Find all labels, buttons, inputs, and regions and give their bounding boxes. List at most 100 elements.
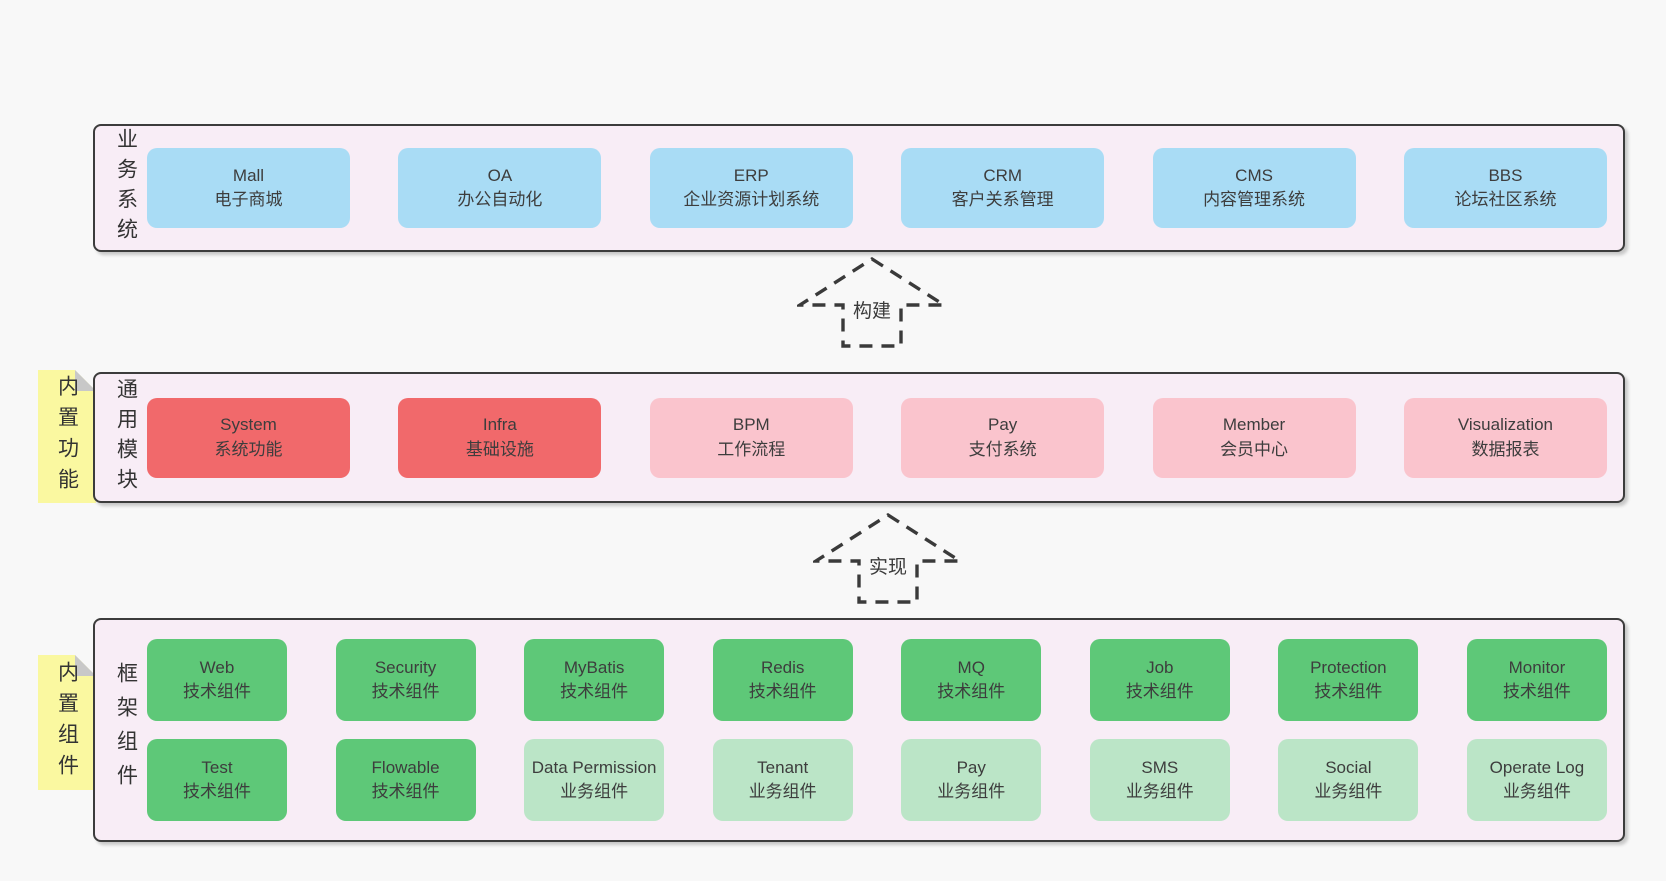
box-name: Mall	[232, 165, 265, 185]
box-security: Security 技术组件	[335, 638, 476, 721]
box-desc: 业务组件	[560, 782, 629, 802]
box-desc: 技术组件	[937, 681, 1006, 701]
sticky-built-in-features: 内置功能	[38, 370, 96, 503]
box-name: CRM	[983, 165, 1023, 185]
box-name: Social	[1325, 758, 1372, 778]
box-desc: 内容管理系统	[1203, 190, 1306, 209]
box-name: Job	[1146, 657, 1174, 677]
box-mall: Mall 电子商城	[147, 148, 350, 228]
business-systems-row: Mall 电子商城 OA 办公自动化 ERP 企业资源计划系统 CRM 客户关系…	[147, 126, 1607, 250]
arrow-build-label: 构建	[849, 296, 895, 323]
box-job: Job 技术组件	[1089, 638, 1230, 721]
box-name: Web	[199, 657, 235, 677]
arrow-implement-label: 实现	[865, 552, 911, 579]
sticky-paper	[38, 655, 96, 790]
box-sms: SMS 业务组件	[1089, 739, 1230, 822]
box-name: Redis	[760, 657, 805, 677]
common-modules-row: System 系统功能 Infra 基础设施 BPM 工作流程 Pay 支付系统…	[147, 374, 1607, 501]
box-desc: 支付系统	[968, 439, 1037, 459]
box-flowable: Flowable 技术组件	[335, 739, 476, 822]
layer-framework-components: 框架组件 Web 技术组件 Security 技术组件 MyBatis 技术组件…	[93, 618, 1625, 842]
box-crm: CRM 客户关系管理	[901, 148, 1105, 228]
layer-common-modules-title: 通用模块	[114, 377, 138, 498]
box-name: Protection	[1310, 657, 1387, 677]
box-monitor: Monitor 技术组件	[1466, 638, 1607, 721]
box-desc: 基础设施	[465, 439, 534, 459]
box-name: Pay	[988, 415, 1018, 435]
box-desc: 技术组件	[371, 782, 440, 802]
box-infra: Infra 基础设施	[398, 397, 602, 478]
box-desc: 电子商城	[214, 190, 283, 209]
box-bbs: BBS 论坛社区系统	[1403, 148, 1607, 228]
box-name: OA	[487, 165, 513, 185]
layer-business-systems-title: 业务系统	[114, 128, 138, 248]
box-cms: CMS 内容管理系统	[1152, 148, 1356, 228]
box-name: System	[220, 415, 277, 435]
sticky-built-in-components: 内置组件	[38, 655, 96, 790]
box-desc: 技术组件	[371, 681, 440, 701]
box-pay: Pay 支付系统	[901, 397, 1105, 478]
box-name: MQ	[957, 657, 985, 677]
box-desc: 企业资源计划系统	[683, 190, 820, 209]
box-mq: MQ 技术组件	[901, 638, 1042, 721]
box-name: Flowable	[371, 758, 440, 778]
box-desc: 论坛社区系统	[1454, 190, 1557, 209]
arrow-build: 构建	[797, 256, 947, 352]
box-name: Test	[201, 758, 233, 778]
box-bpm: BPM 工作流程	[649, 397, 853, 478]
box-name: Monitor	[1508, 657, 1566, 677]
up-block-arrow-icon	[797, 256, 947, 348]
box-name: Pay	[956, 758, 986, 778]
box-name: Member	[1222, 415, 1286, 435]
box-data-permission: Data Permission 业务组件	[524, 739, 665, 822]
layer-framework-components-title: 框架组件	[114, 662, 138, 798]
box-desc: 工作流程	[717, 439, 786, 459]
box-name: CMS	[1235, 165, 1273, 185]
sticky-built-in-components-label: 内置组件	[55, 660, 79, 785]
layer-business-systems: 业务系统 Mall 电子商城 OA 办公自动化 ERP 企业资源计划系统 CRM…	[93, 124, 1625, 252]
box-web: Web 技术组件	[147, 638, 287, 721]
box-protection: Protection 技术组件	[1278, 638, 1419, 721]
box-desc: 技术组件	[1314, 681, 1383, 701]
box-desc: 技术组件	[1502, 681, 1571, 701]
box-desc: 系统功能	[214, 439, 283, 459]
sticky-paper	[38, 370, 96, 503]
box-name: Data Permission	[531, 758, 657, 778]
box-desc: 技术组件	[560, 681, 629, 701]
box-name: Operate Log	[1489, 758, 1585, 778]
box-desc: 技术组件	[748, 681, 817, 701]
up-block-arrow-icon	[813, 512, 963, 604]
box-desc: 业务组件	[1314, 782, 1383, 802]
box-desc: 技术组件	[1125, 681, 1194, 701]
box-desc: 技术组件	[183, 782, 251, 802]
box-name: MyBatis	[563, 657, 625, 677]
framework-components-row-1: Web 技术组件 Security 技术组件 MyBatis 技术组件 Redi…	[147, 638, 1607, 721]
box-desc: 业务组件	[748, 782, 817, 802]
box-desc: 办公自动化	[457, 190, 543, 209]
sticky-built-in-features-label: 内置功能	[55, 374, 79, 499]
box-operate-log: Operate Log 业务组件	[1466, 739, 1607, 822]
box-member: Member 会员中心	[1152, 397, 1356, 478]
box-name: Visualization	[1457, 415, 1554, 435]
box-redis: Redis 技术组件	[712, 638, 853, 721]
box-test: Test 技术组件	[147, 739, 287, 822]
box-social: Social 业务组件	[1278, 739, 1419, 822]
box-oa: OA 办公自动化	[398, 148, 602, 228]
arrow-implement: 实现	[813, 512, 963, 608]
box-erp: ERP 企业资源计划系统	[649, 148, 853, 228]
box-desc: 业务组件	[1502, 782, 1571, 802]
framework-components-grid: Web 技术组件 Security 技术组件 MyBatis 技术组件 Redi…	[147, 620, 1607, 840]
box-desc: 业务组件	[937, 782, 1006, 802]
box-name: SMS	[1141, 758, 1179, 778]
box-desc: 客户关系管理	[951, 190, 1054, 209]
box-name: ERP	[733, 165, 769, 185]
box-name: Tenant	[757, 758, 809, 778]
box-desc: 业务组件	[1125, 782, 1194, 802]
framework-components-row-2: Test 技术组件 Flowable 技术组件 Data Permission …	[147, 739, 1607, 822]
box-tenant: Tenant 业务组件	[712, 739, 853, 822]
box-pay-business: Pay 业务组件	[901, 739, 1042, 822]
box-desc: 技术组件	[183, 681, 251, 701]
layer-common-modules: 通用模块 System 系统功能 Infra 基础设施 BPM 工作流程 Pay…	[93, 372, 1625, 503]
box-name: BPM	[732, 415, 770, 435]
box-name: BBS	[1488, 165, 1523, 185]
